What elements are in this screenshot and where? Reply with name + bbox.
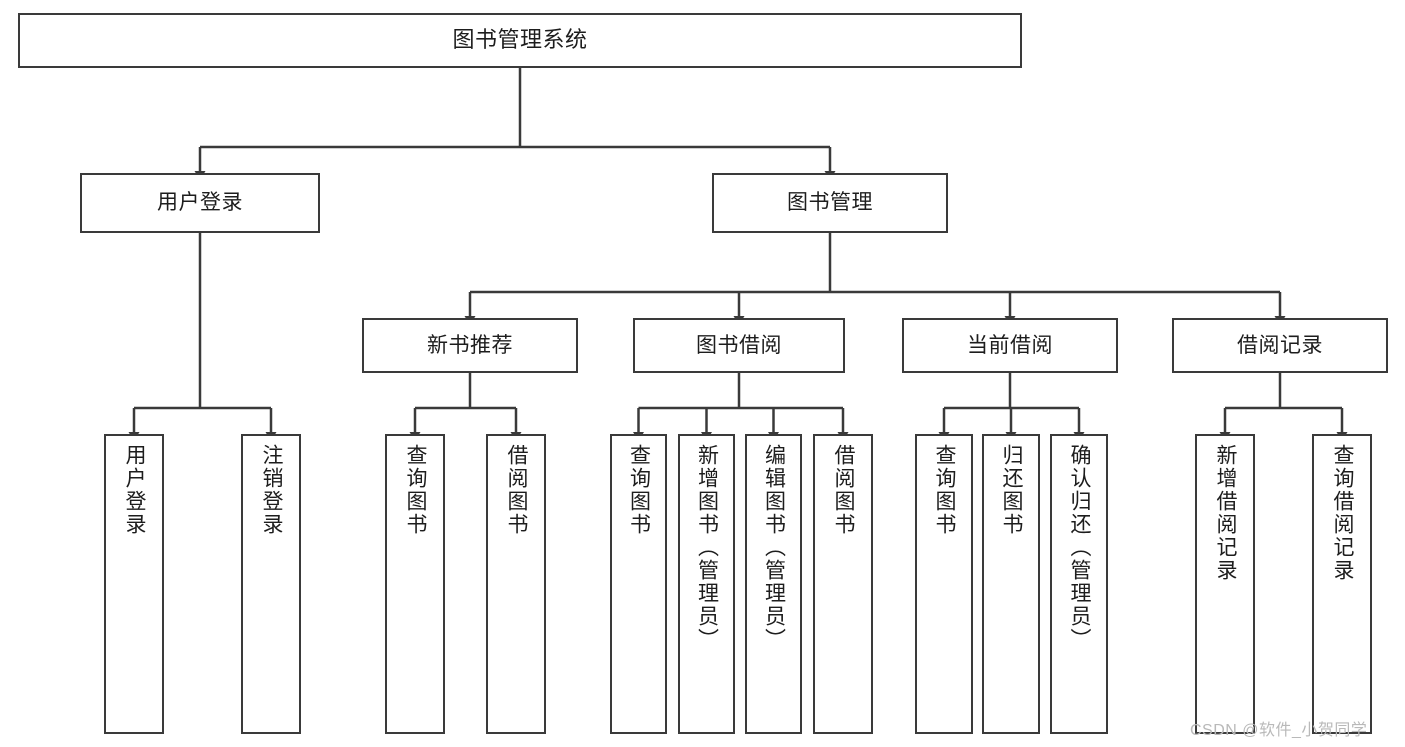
node-label: 查询借阅记录 [1331, 444, 1355, 582]
node-label: 查询图书 [627, 444, 651, 536]
node-current-borrow[interactable]: 当前借阅 [902, 318, 1118, 373]
node-label: 注销登录 [260, 444, 284, 536]
node-label: 新增图书（管理员） [695, 444, 719, 651]
node-label: 查询图书 [404, 444, 428, 536]
node-leaf-query-book-1[interactable]: 查询图书 [385, 434, 445, 734]
node-root[interactable]: 图书管理系统 [18, 13, 1022, 68]
node-label: 确认归还（管理员） [1068, 444, 1092, 651]
node-label: 归还图书 [1000, 444, 1024, 536]
watermark: CSDN @软件_小贺同学 [1190, 722, 1368, 739]
node-label: 图书管理系统 [452, 27, 588, 53]
node-new-book-recommend[interactable]: 新书推荐 [362, 318, 578, 373]
node-label: 新书推荐 [427, 333, 513, 357]
node-leaf-borrow-book-1[interactable]: 借阅图书 [486, 434, 546, 734]
node-leaf-user-logout[interactable]: 注销登录 [241, 434, 301, 734]
node-leaf-confirm-return[interactable]: 确认归还（管理员） [1050, 434, 1108, 734]
node-leaf-borrow-book-2[interactable]: 借阅图书 [813, 434, 873, 734]
node-label: 用户登录 [157, 191, 243, 215]
node-label: 借阅图书 [505, 444, 529, 536]
node-label: 当前借阅 [967, 333, 1053, 357]
node-leaf-query-book-3[interactable]: 查询图书 [915, 434, 973, 734]
node-leaf-add-book[interactable]: 新增图书（管理员） [678, 434, 735, 734]
node-leaf-edit-book[interactable]: 编辑图书（管理员） [745, 434, 802, 734]
node-leaf-return-book[interactable]: 归还图书 [982, 434, 1040, 734]
node-label: 新增借阅记录 [1214, 444, 1238, 582]
node-user-login[interactable]: 用户登录 [80, 173, 320, 233]
node-book-manage[interactable]: 图书管理 [712, 173, 948, 233]
node-label: 借阅记录 [1237, 333, 1323, 357]
node-leaf-query-record[interactable]: 查询借阅记录 [1312, 434, 1372, 734]
node-leaf-user-login[interactable]: 用户登录 [104, 434, 164, 734]
node-label: 查询图书 [933, 444, 957, 536]
node-label: 借阅图书 [832, 444, 856, 536]
node-leaf-query-book-2[interactable]: 查询图书 [610, 434, 667, 734]
node-label: 图书管理 [787, 191, 873, 215]
node-label: 编辑图书（管理员） [762, 444, 786, 651]
node-label: 图书借阅 [696, 333, 782, 357]
node-label: 用户登录 [123, 444, 147, 536]
node-borrow-record[interactable]: 借阅记录 [1172, 318, 1388, 373]
node-book-borrow[interactable]: 图书借阅 [633, 318, 845, 373]
node-leaf-add-record[interactable]: 新增借阅记录 [1195, 434, 1255, 734]
